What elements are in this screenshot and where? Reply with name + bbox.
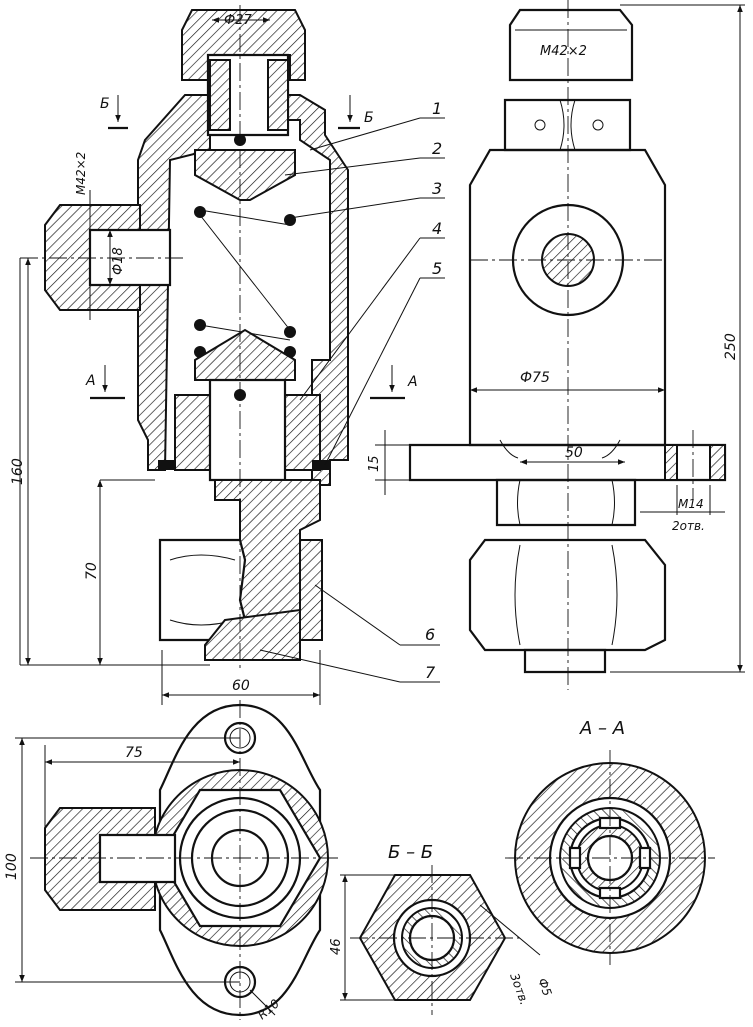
dim-d75: Ф75 [520, 370, 550, 386]
dim-h250: 250 [723, 333, 739, 360]
callout-5: 5 [432, 259, 442, 278]
dim-h15: 15 [367, 455, 382, 472]
dim-w50: 50 [565, 445, 583, 461]
section-bb-title: Б – Б [388, 842, 433, 863]
dim-hole-m14: М14 [678, 497, 704, 511]
dim-h100: 100 [4, 853, 20, 880]
dim-d18: Ф18 [111, 247, 126, 275]
callout-3: 3 [432, 179, 442, 198]
side-view-dimensions: М42×2 250 Ф75 15 50 М14 2отв. [367, 4, 745, 673]
section-mark-a-left: А [85, 373, 96, 389]
callout-1: 1 [432, 99, 442, 118]
main-section-view [20, 5, 349, 670]
callouts: 1 2 3 4 5 6 7 [259, 99, 445, 683]
callout-4: 4 [432, 219, 442, 238]
section-bb: Б – Б 46 Ф5 3отв. [329, 842, 554, 1015]
dim-h70: 70 [84, 562, 100, 580]
side-view [408, 0, 727, 690]
callout-6: 6 [425, 625, 435, 644]
section-aa-title: А – А [579, 718, 625, 739]
section-mark-b-right: Б [364, 110, 374, 126]
dim-hole-count-bb: 3отв. [507, 971, 531, 1007]
dim-thread-side: М42×2 [74, 152, 88, 195]
dim-h160: 160 [10, 458, 26, 485]
dim-w60: 60 [232, 678, 250, 694]
dim-hole-count: 2отв. [672, 519, 705, 533]
callout-7: 7 [425, 663, 436, 682]
top-view [30, 700, 340, 1020]
dim-thread-top: М42×2 [540, 44, 587, 59]
main-section-dimensions: Ф27 М42×2 Ф18 160 70 60 Б Б А А [10, 13, 418, 705]
callout-2: 2 [432, 139, 442, 158]
dim-w75: 75 [125, 745, 143, 761]
section-aa: А – А [505, 718, 715, 965]
section-mark-b-left: Б [100, 96, 110, 112]
dim-h46: 46 [329, 938, 344, 955]
dim-d5: Ф5 [535, 976, 554, 998]
dim-d27: Ф27 [224, 13, 252, 28]
section-mark-a-right: А [407, 374, 418, 390]
